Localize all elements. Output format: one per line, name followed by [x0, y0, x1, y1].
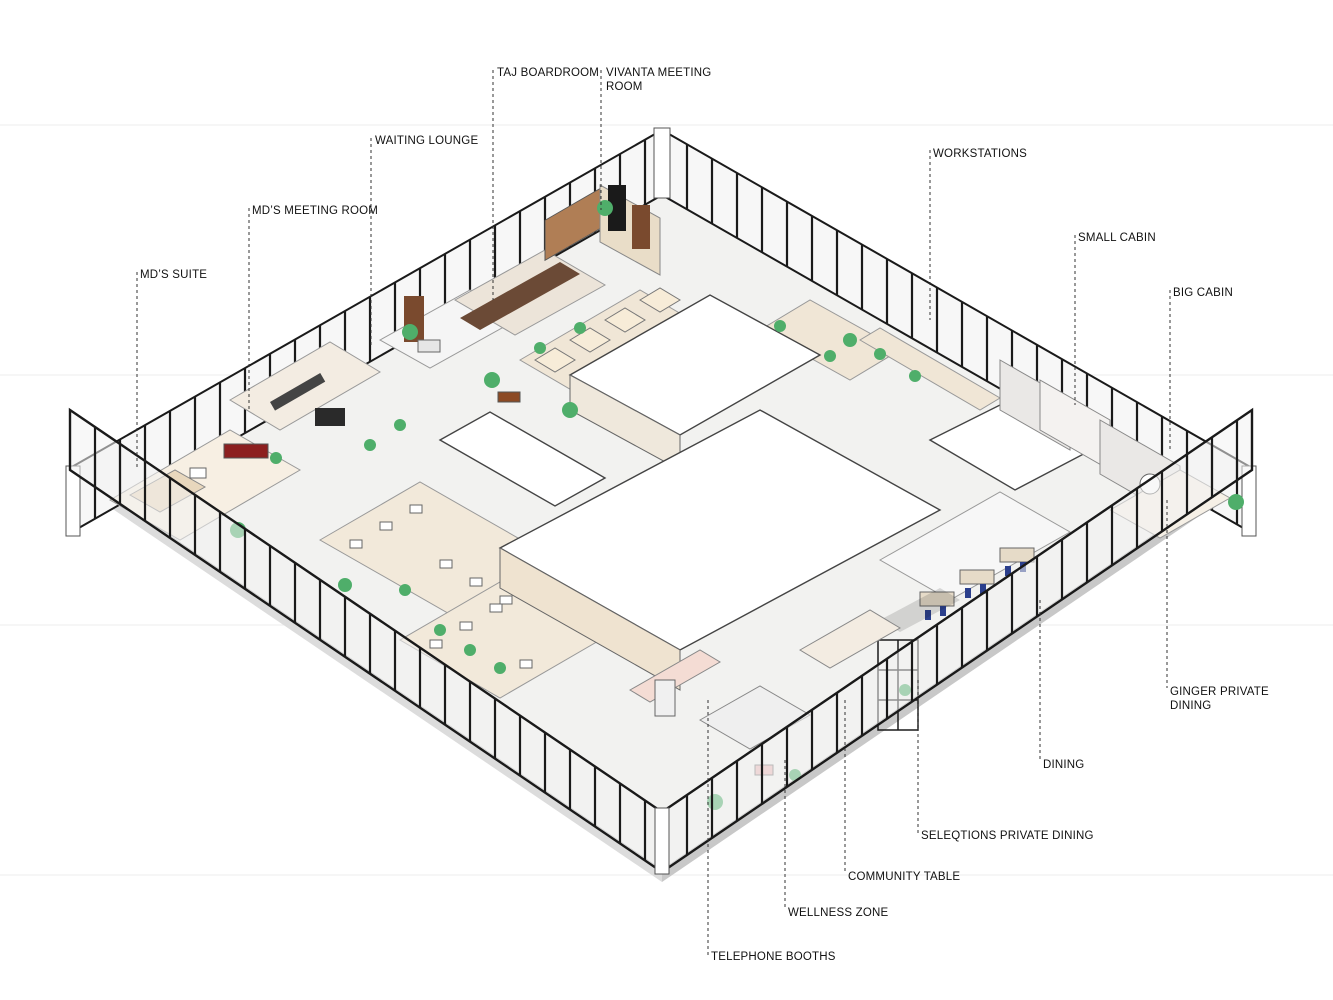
workstations-top: [519, 287, 1001, 411]
label-wellness-zone: WELLNESS ZONE: [788, 907, 889, 919]
label-telephone-booths: TELEPHONE BOOTHS: [711, 951, 836, 963]
label-workstations: WORKSTATIONS: [933, 148, 1027, 160]
md-meeting-room-zone: [223, 341, 381, 459]
label-small-cabin: SMALL CABIN: [1078, 232, 1156, 244]
vivanta-meeting-room-zone: [599, 184, 661, 276]
label-vivanta-meeting-room: VIVANTA MEETING ROOM: [606, 67, 712, 93]
label-big-cabin: BIG CABIN: [1173, 287, 1233, 299]
label-community-table: COMMUNITY TABLE: [848, 871, 961, 883]
label-waiting-lounge: WAITING LOUNGE: [375, 135, 479, 147]
label-mds-meeting-room: MD’S MEETING ROOM: [252, 205, 379, 217]
label-seleqtions-private-dining: SELEQTIONS PRIVATE DINING: [921, 830, 1094, 842]
label-taj-boardroom: TAJ BOARDROOM: [497, 67, 600, 79]
community-table-zone: [799, 609, 901, 669]
column-bottom: [654, 807, 670, 875]
label-dining: DINING: [1043, 759, 1085, 771]
telephone-booths-zone: [629, 649, 721, 717]
small-cabin-zone: [999, 359, 1111, 471]
leader-lines: [136, 70, 1171, 955]
label-ginger-private-dining: GINGER PRIVATE DINING: [1170, 686, 1269, 712]
column-top: [653, 127, 671, 199]
label-mds-suite: MD’S SUITE: [140, 269, 208, 281]
core-west: [438, 411, 607, 507]
taj-boardroom-zone: [453, 187, 607, 336]
core-center-side: [499, 547, 681, 691]
